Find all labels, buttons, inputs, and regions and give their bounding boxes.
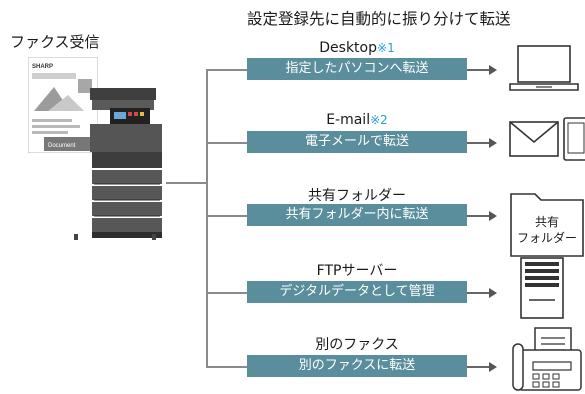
destination-title-desktop: Desktop※1 xyxy=(247,40,467,56)
destination-title-ftp: FTPサーバー xyxy=(316,263,398,279)
document-label-text: Document xyxy=(48,143,76,149)
destination-label-folder: 共有フォルダー内に転送 xyxy=(247,204,467,226)
connector-branch-fax xyxy=(206,366,247,368)
arrow-head xyxy=(489,362,497,372)
ftp-server-icon xyxy=(520,257,564,319)
fax-machine-icon xyxy=(512,327,582,391)
arrow-head xyxy=(489,288,497,298)
envelope-tablet-icon xyxy=(509,117,585,161)
arrow-head xyxy=(489,211,497,221)
destination-label-desktop: 指定したパソコンへ転送 xyxy=(247,58,467,80)
diagram-heading: 設定登録先に自動的に振り分けて転送 xyxy=(247,10,511,28)
destination-title-email: E-mail※2 xyxy=(247,112,467,128)
connector-main xyxy=(166,182,208,184)
arrow-head xyxy=(489,138,497,148)
destination-title-fax: 別のファクス xyxy=(315,337,399,353)
laptop-icon xyxy=(509,45,579,91)
fax-document-icon: SHARP Document xyxy=(28,57,98,153)
destination-label-ftp: デジタルデータとして管理 xyxy=(247,281,467,303)
connector-branch-desktop xyxy=(206,69,247,71)
arrow-shaft xyxy=(467,215,491,217)
footnote-marker: ※1 xyxy=(377,41,395,55)
footnote-marker: ※2 xyxy=(370,113,388,127)
arrow-head xyxy=(489,65,497,75)
arrow-shaft xyxy=(467,69,491,71)
arrow-shaft xyxy=(467,292,491,294)
destination-label-fax: 別のファクスに転送 xyxy=(247,355,467,377)
destination-title-folder: 共有フォルダー xyxy=(308,188,406,204)
destination-label-email: 電子メールで転送 xyxy=(247,131,467,153)
connector-trunk xyxy=(206,69,208,367)
arrow-shaft xyxy=(467,366,491,368)
destination-title-text: E-mail xyxy=(326,112,371,128)
connector-branch-email xyxy=(206,142,247,144)
folder-text-line2: フォルダー xyxy=(517,230,577,245)
arrow-shaft xyxy=(467,142,491,144)
document-brand-text: SHARP xyxy=(32,64,53,70)
destination-title-text: Desktop xyxy=(319,40,378,56)
connector-branch-ftp xyxy=(206,292,247,294)
connector-branch-folder xyxy=(206,215,247,217)
folder-text-line1: 共有 xyxy=(535,215,559,229)
multifunction-printer-icon xyxy=(74,88,162,240)
shared-folder-icon: 共有 フォルダー xyxy=(510,193,584,257)
source-title: ファクス受信 xyxy=(10,33,100,51)
